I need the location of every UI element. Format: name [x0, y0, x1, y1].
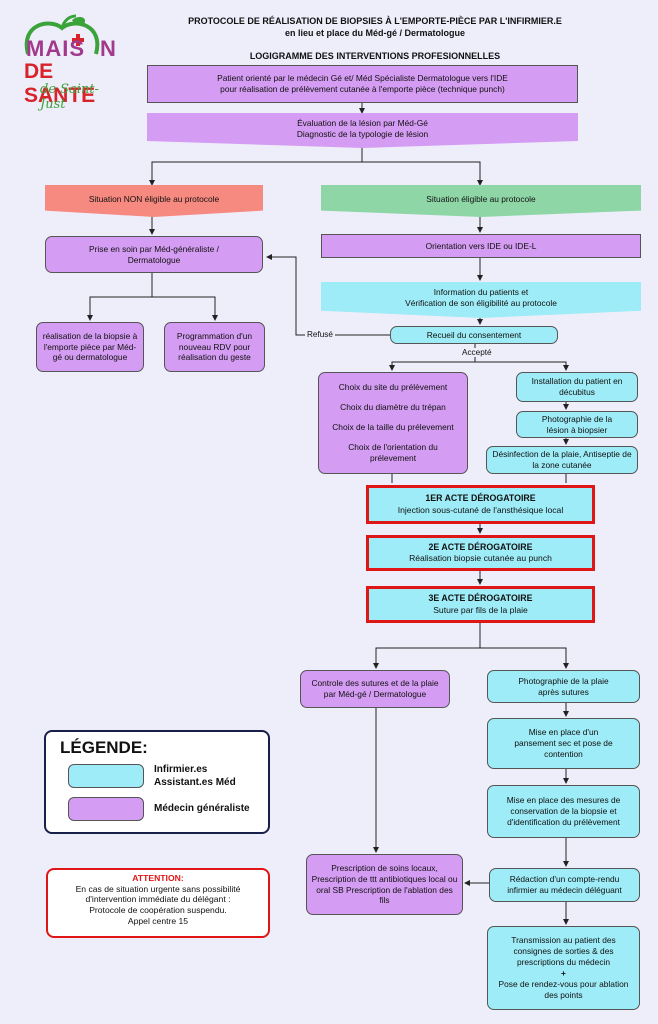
- node-non-eligible: Situation NON éligible au protocole: [45, 185, 263, 217]
- node-redaction-cr: Rédaction d'un compte-rendu infirmier au…: [489, 868, 640, 902]
- node-installation-patient: Installation du patient en décubitus: [516, 372, 638, 402]
- attention-title: ATTENTION:: [132, 873, 184, 883]
- node-choix: Choix du site du prélèvement Choix du di…: [318, 372, 468, 474]
- node-eligible: Situation éligible au protocole: [321, 185, 641, 217]
- choix-diametre: Choix du diamètre du trépan: [340, 401, 446, 412]
- acte-3-title: 3E ACTE DÉROGATOIRE: [428, 593, 533, 604]
- section-title: LOGIGRAMME DES INTERVENTIONS PROFESIONNE…: [249, 51, 501, 61]
- node-acte-1: 1ER ACTE DÉROGATOIRE Injection sous-cuta…: [366, 485, 595, 524]
- node-transmission: Transmission au patient des consignes de…: [487, 926, 640, 1010]
- node-photo-plaie: Photographie de la plaie après sutures: [487, 670, 640, 703]
- logo-text-line2: DE SANTE: [24, 60, 96, 107]
- legend-purple-swatch: [68, 797, 144, 821]
- attention-line-4: Appel centre 15: [127, 915, 189, 926]
- legend-cyan-label: Infirmier.es Assistant.es Méd: [154, 764, 236, 789]
- acte-3-text: Suture par fils de la plaie: [433, 604, 528, 615]
- label-refuse: Refusé: [305, 330, 335, 339]
- node-acte-3: 3E ACTE DÉROGATOIRE Suture par fils de l…: [366, 586, 595, 623]
- node-prescription: Prescription de soins locaux, Prescripti…: [306, 854, 463, 915]
- legend-cyan-swatch: [68, 764, 144, 788]
- legend: LÉGENDE: Infirmier.es Assistant.es Méd M…: [44, 730, 270, 834]
- node-orientation-ide: Orientation vers IDE ou IDE-L: [321, 234, 641, 258]
- node-patient-oriente: Patient orienté par le médecin Gé et/ Mé…: [147, 65, 578, 103]
- legend-purple-label: Médecin généraliste: [154, 803, 250, 814]
- legend-title: LÉGENDE:: [60, 738, 148, 757]
- apple-logo-icon: [24, 14, 100, 55]
- node-pansement: Mise en place d'un pansement sec et pose…: [487, 718, 640, 769]
- acte-1-text: Injection sous-cutané de l'ansthésique l…: [397, 504, 564, 515]
- information-line-1: Information du patients et: [433, 287, 529, 298]
- node-prise-en-soin: Prise en soin par Méd-généraliste / Derm…: [45, 236, 263, 273]
- transmission-line-1: Transmission au patient des consignes de…: [511, 935, 616, 968]
- node-photo-lesion: Photographie de la lésion à biopsier: [516, 411, 638, 438]
- node-programmation-rdv: Programmation d'un nouveau RDV pour réal…: [164, 322, 265, 372]
- node-controle-sutures: Controle des sutures et de la plaie par …: [300, 670, 450, 708]
- transmission-plus: +: [561, 968, 566, 978]
- choix-taille: Choix de la taille du prélevement: [332, 422, 454, 433]
- attention-box: ATTENTION: En cas de situation urgente s…: [46, 868, 270, 938]
- legend-cyan-label-1: Infirmier.es: [154, 764, 208, 775]
- attention-line-3: Protocole de coopération suspendu.: [89, 905, 227, 916]
- attention-line-1: En cas de situation urgente sans possibi…: [75, 883, 241, 894]
- node-information-patient: Information du patients et Vérification …: [321, 282, 641, 318]
- acte-2-text: Réalisation biopsie cutanée au punch: [409, 553, 552, 564]
- transmission-line-2: Pose de rendez-vous pour ablation des po…: [498, 978, 629, 1000]
- evaluation-line-2: Diagnostic de la typologie de lésion: [296, 128, 429, 139]
- node-evaluation: Évaluation de la lésion par Méd-Gé Diagn…: [147, 113, 578, 148]
- node-desinfection: Désinfection de la plaie, Antiseptie de …: [486, 446, 638, 474]
- node-conservation: Mise en place des mesures de conservatio…: [487, 785, 640, 838]
- page-title: PROTOCOLE DE RÉALISATION DE BIOPSIES À L…: [188, 16, 562, 26]
- acte-1-title: 1ER ACTE DÉROGATOIRE: [425, 493, 536, 504]
- acte-2-title: 2E ACTE DÉROGATOIRE: [428, 541, 533, 552]
- label-accepte: Accepté: [460, 348, 494, 357]
- information-line-2: Vérification de son éligibilité au proto…: [405, 298, 557, 308]
- choix-orientation: Choix de l'orientation du prélevement: [348, 442, 438, 464]
- evaluation-line-1: Évaluation de la lésion par Méd-Gé: [297, 117, 428, 128]
- node-acte-2: 2E ACTE DÉROGATOIRE Réalisation biopsie …: [366, 535, 595, 571]
- attention-line-2: d'intervention immédiate du délégant :: [85, 894, 231, 905]
- node-realisation-biopsie-med: réalisation de la biopsie à l'emporte pi…: [36, 322, 144, 372]
- choix-site: Choix du site du prélèvement: [338, 381, 448, 392]
- logo-text-line3: de Saint-Just: [40, 82, 99, 112]
- legend-cyan-label-2: Assistant.es Méd: [154, 776, 236, 788]
- page-subtitle: en lieu et place du Méd-gé / Dermatologu…: [284, 28, 466, 38]
- node-recueil-consentement: Recueil du consentement: [390, 326, 558, 344]
